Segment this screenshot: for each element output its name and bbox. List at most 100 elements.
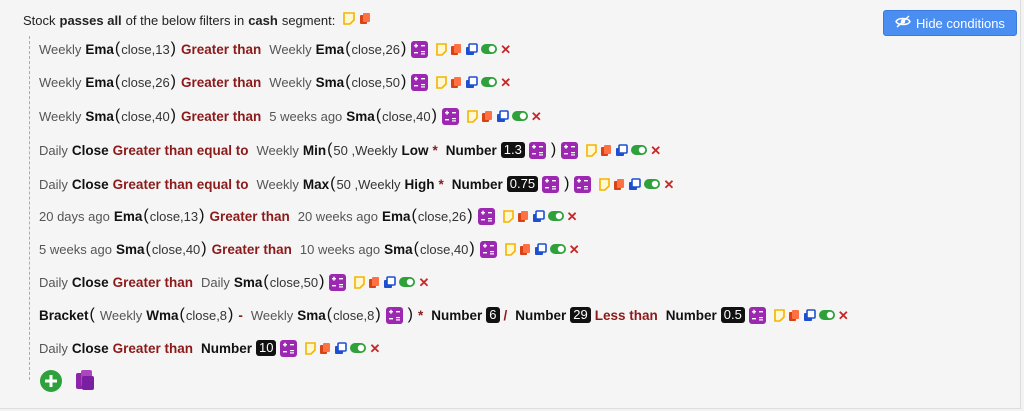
indicator-name[interactable]: Number bbox=[451, 176, 503, 192]
note-icon[interactable] bbox=[599, 177, 611, 191]
duplicate-icon[interactable] bbox=[628, 177, 642, 191]
indicator-args[interactable]: close,13 bbox=[149, 208, 199, 224]
operator-text[interactable]: * bbox=[438, 176, 444, 192]
operator-text[interactable]: Greater than bbox=[112, 340, 193, 356]
toggle-icon[interactable] bbox=[549, 244, 566, 254]
indicator-name[interactable]: Bracket bbox=[39, 307, 89, 323]
toggle-icon[interactable] bbox=[350, 343, 367, 353]
calculator-icon[interactable] bbox=[385, 306, 403, 324]
calculator-icon[interactable] bbox=[411, 40, 429, 58]
calculator-icon[interactable] bbox=[542, 175, 560, 193]
indicator-name[interactable]: Sma bbox=[315, 74, 345, 90]
indicator-args[interactable]: close,40 bbox=[382, 108, 431, 124]
indicator-name[interactable]: Sma bbox=[384, 241, 413, 257]
copy-icon[interactable] bbox=[450, 43, 462, 56]
note-icon[interactable] bbox=[504, 242, 516, 256]
indicator-args[interactable]: close,40 bbox=[121, 108, 170, 124]
indicator-name[interactable]: Close bbox=[71, 176, 109, 192]
note-icon[interactable] bbox=[354, 275, 366, 289]
note-icon[interactable] bbox=[502, 209, 514, 223]
operator-text[interactable]: Greater than bbox=[181, 41, 262, 57]
note-icon[interactable] bbox=[467, 109, 478, 123]
delete-icon[interactable]: ✕ bbox=[837, 307, 849, 323]
indicator-args[interactable]: close,40 bbox=[151, 241, 201, 257]
calculator-icon[interactable] bbox=[561, 141, 579, 159]
calculator-icon[interactable] bbox=[280, 339, 298, 357]
operator-text[interactable]: Greater than bbox=[181, 74, 262, 90]
calculator-icon[interactable] bbox=[479, 240, 497, 258]
toggle-icon[interactable] bbox=[481, 44, 498, 54]
calculator-icon[interactable] bbox=[329, 273, 347, 291]
delete-icon[interactable]: ✕ bbox=[418, 274, 430, 290]
indicator-args[interactable]: close,8 bbox=[185, 307, 228, 323]
indicator-args[interactable]: close,8 bbox=[333, 307, 375, 323]
toggle-icon[interactable] bbox=[818, 310, 835, 320]
duplicate-icon[interactable] bbox=[465, 42, 479, 56]
operator-text[interactable]: Greater than bbox=[181, 108, 262, 124]
indicator-name[interactable]: Min bbox=[302, 142, 327, 158]
duplicate-icon[interactable] bbox=[334, 341, 348, 355]
calculator-icon[interactable] bbox=[748, 306, 766, 324]
copy-icon[interactable] bbox=[450, 76, 462, 89]
number-value[interactable]: 10 bbox=[255, 340, 277, 356]
delete-icon[interactable]: ✕ bbox=[530, 108, 542, 124]
operator-text[interactable]: Greater than equal to bbox=[112, 142, 249, 158]
delete-icon[interactable]: ✕ bbox=[369, 340, 381, 356]
indicator-args[interactable]: close,26 bbox=[351, 41, 400, 57]
add-icon[interactable] bbox=[40, 370, 62, 392]
delete-icon[interactable]: ✕ bbox=[650, 142, 662, 158]
toggle-icon[interactable] bbox=[511, 111, 528, 121]
note-icon[interactable] bbox=[305, 341, 317, 355]
number-value[interactable]: 29 bbox=[570, 307, 591, 323]
toggle-icon[interactable] bbox=[644, 179, 661, 189]
calculator-icon[interactable] bbox=[477, 207, 495, 225]
indicator-name[interactable]: Sma bbox=[346, 108, 375, 124]
operator-text[interactable]: Greater than bbox=[211, 241, 292, 257]
indicator-name[interactable]: Ema bbox=[113, 208, 143, 224]
duplicate-icon[interactable] bbox=[496, 109, 509, 123]
duplicate-icon[interactable] bbox=[383, 275, 397, 289]
indicator-name[interactable]: Wma bbox=[146, 307, 179, 323]
calculator-icon[interactable] bbox=[574, 175, 592, 193]
copy-icon[interactable] bbox=[481, 110, 493, 123]
operator-text[interactable]: Greater than bbox=[112, 274, 193, 290]
duplicate-icon[interactable] bbox=[534, 242, 547, 256]
duplicate-icon[interactable] bbox=[465, 75, 479, 89]
delete-icon[interactable]: ✕ bbox=[568, 241, 580, 257]
indicator-name[interactable]: Number bbox=[515, 307, 567, 323]
number-value[interactable]: 6 bbox=[486, 307, 500, 323]
indicator-name[interactable]: Ema bbox=[85, 74, 114, 90]
indicator-args[interactable]: 50 ,Weekly bbox=[336, 176, 401, 192]
indicator-name[interactable]: Ema bbox=[381, 208, 411, 224]
operator-text[interactable]: Greater than bbox=[209, 208, 290, 224]
header-copy-icon[interactable] bbox=[359, 12, 371, 28]
indicator-name[interactable]: Number bbox=[200, 340, 252, 356]
header-note-icon[interactable] bbox=[343, 12, 356, 28]
indicator-name[interactable]: Sma bbox=[297, 307, 326, 323]
number-value[interactable]: 0.5 bbox=[720, 307, 745, 323]
indicator-name[interactable]: Low bbox=[401, 142, 429, 158]
indicator-name[interactable]: Close bbox=[71, 340, 109, 356]
indicator-args[interactable]: close,40 bbox=[419, 241, 469, 257]
delete-icon[interactable]: ✕ bbox=[500, 74, 512, 90]
note-icon[interactable] bbox=[774, 308, 785, 322]
indicator-name[interactable]: Sma bbox=[116, 241, 145, 257]
toggle-icon[interactable] bbox=[547, 211, 564, 221]
copy-icon[interactable] bbox=[319, 342, 331, 355]
number-value[interactable]: 0.75 bbox=[506, 176, 539, 192]
note-icon[interactable] bbox=[436, 75, 448, 89]
calculator-icon[interactable] bbox=[411, 73, 429, 91]
operator-text[interactable]: / bbox=[503, 307, 508, 323]
indicator-name[interactable]: Close bbox=[71, 142, 109, 158]
copy-icon[interactable] bbox=[788, 309, 800, 322]
duplicate-icon[interactable] bbox=[615, 143, 628, 157]
copy-icon[interactable] bbox=[368, 276, 380, 289]
note-icon[interactable] bbox=[586, 143, 597, 157]
copy-icon[interactable] bbox=[600, 144, 612, 157]
operator-text[interactable]: * bbox=[432, 142, 438, 158]
note-icon[interactable] bbox=[436, 42, 448, 56]
toggle-icon[interactable] bbox=[481, 77, 498, 87]
indicator-name[interactable]: Ema bbox=[315, 41, 345, 57]
delete-icon[interactable]: ✕ bbox=[566, 208, 578, 224]
indicator-name[interactable]: Max bbox=[302, 176, 330, 192]
